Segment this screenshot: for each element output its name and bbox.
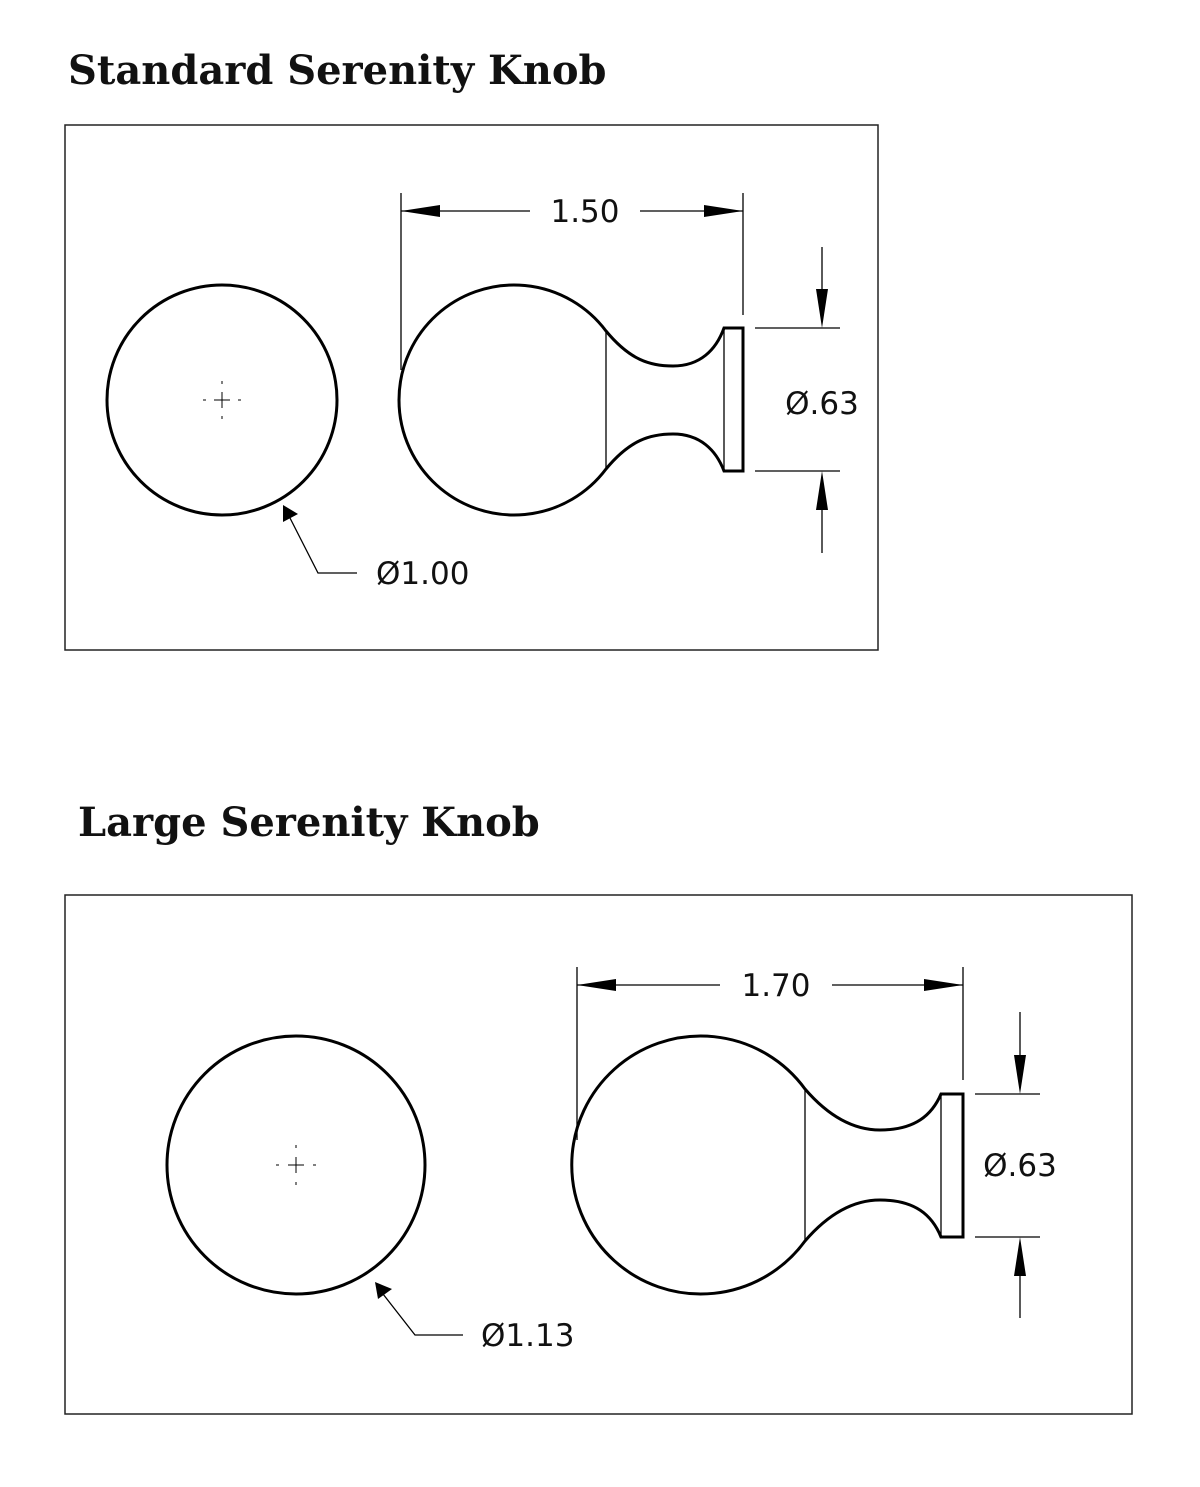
- knob-diameter-label: Ø1.13: [481, 1318, 574, 1354]
- base-diameter-label: Ø.63: [785, 386, 859, 422]
- diameter-leader: [382, 1293, 463, 1336]
- side-view: 1.50 Ø.63: [397, 193, 859, 553]
- drawing-frame: [64, 124, 879, 651]
- base-diameter-label: Ø.63: [983, 1148, 1057, 1184]
- front-view: Ø1.00: [105, 283, 469, 592]
- center-mark: [276, 1145, 316, 1185]
- drawing-frame: [64, 894, 1133, 1415]
- large-knob-section: Large Serenity Knob Ø1.13 1.70: [64, 799, 1133, 1415]
- side-view: 1.70 Ø.63: [570, 967, 1057, 1318]
- knob-diameter-label: Ø1.00: [376, 556, 469, 592]
- center-mark: [203, 381, 241, 419]
- standard-knob-section: Standard Serenity Knob Ø1.00: [64, 47, 879, 651]
- length-label: 1.50: [550, 194, 619, 230]
- standard-title: Standard Serenity Knob: [68, 47, 607, 94]
- front-view: Ø1.13: [165, 1034, 574, 1354]
- diameter-leader: [289, 517, 357, 574]
- length-label: 1.70: [741, 968, 810, 1004]
- large-title: Large Serenity Knob: [78, 799, 540, 846]
